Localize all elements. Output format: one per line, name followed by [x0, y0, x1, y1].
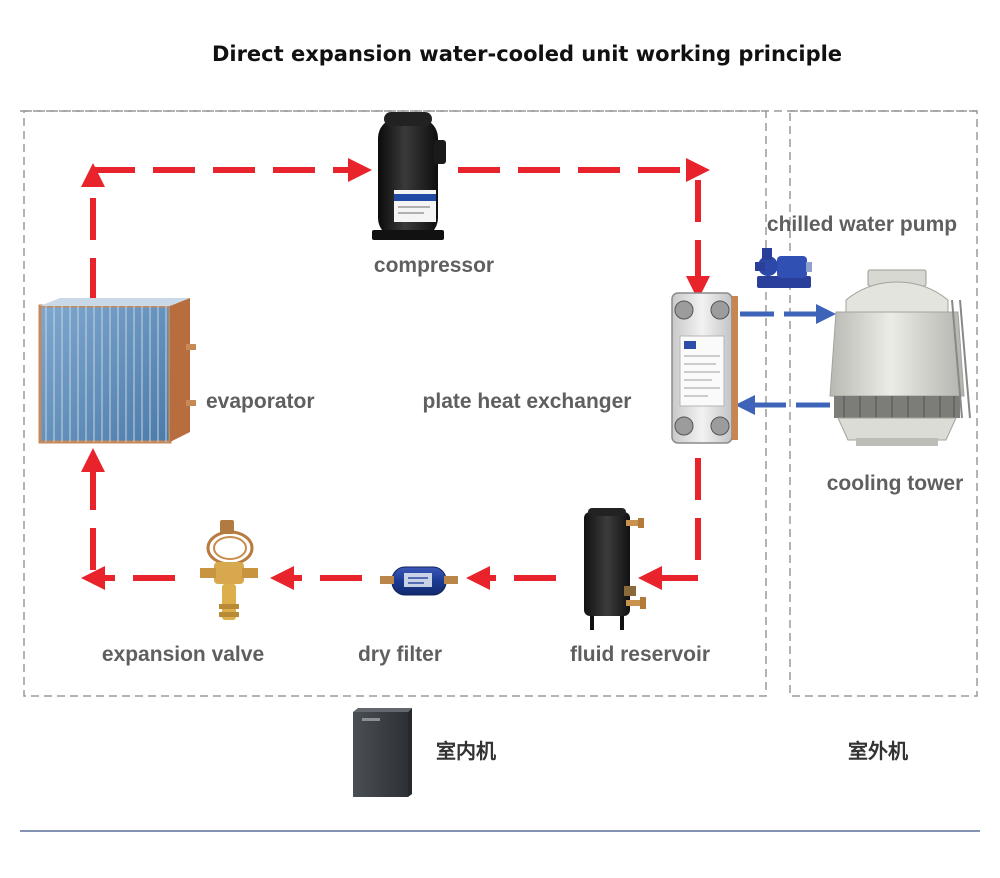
fluid-reservoir-icon — [584, 508, 646, 630]
outdoor-unit-label: 室外机 — [848, 739, 908, 763]
outdoor-unit-boundary — [789, 110, 978, 697]
refrigerant-circuit — [81, 158, 710, 590]
cooling-tower-icon — [829, 269, 971, 446]
fluid-reservoir-label: fluid reservoir — [570, 643, 710, 666]
compressor-icon — [372, 112, 446, 240]
chilled-water-pump-label: chilled water pump — [767, 213, 957, 236]
compressor-label: compressor — [374, 254, 494, 277]
diagram-title: Direct expansion water-cooled unit worki… — [212, 42, 842, 66]
evaporator-label: evaporator — [206, 390, 315, 413]
plate-heat-exchanger-icon — [671, 292, 738, 444]
cooling-tower-label: cooling tower — [827, 472, 964, 495]
water-circuit — [735, 304, 836, 415]
dry-filter-label: dry filter — [358, 643, 442, 666]
evaporator-coil-icon — [38, 298, 196, 444]
expansion-valve-icon — [200, 520, 258, 620]
indoor-unit-label: 室内机 — [436, 739, 496, 763]
plate-heat-exchanger-label: plate heat exchanger — [423, 390, 632, 413]
expansion-valve-label: expansion valve — [102, 643, 264, 666]
dry-filter-icon — [380, 566, 458, 596]
water-pump-icon — [755, 248, 812, 288]
indoor-cabinet-icon — [353, 708, 412, 797]
